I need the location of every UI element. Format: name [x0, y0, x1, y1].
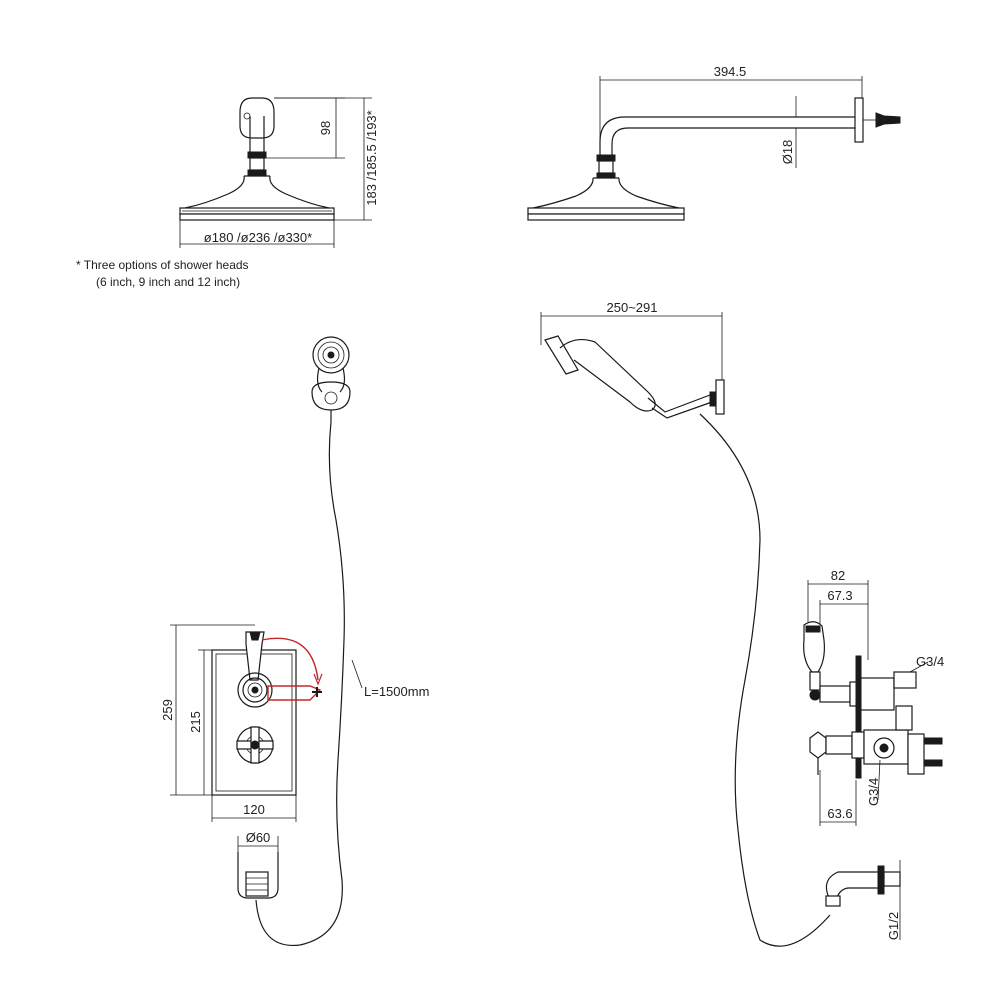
dim-arm-diameter: Ø18 — [780, 140, 795, 165]
valve-front-view: 259 215 120 — [160, 624, 323, 822]
dim-elbow-diameter: Ø60 — [246, 830, 271, 845]
dim-handset-reach: 250~291 — [607, 300, 658, 315]
dim-hose-length: L=1500mm — [364, 684, 429, 699]
dim-thread-top: G3/4 — [916, 654, 944, 669]
dim-head-total-height: 183 /185.5 /193* — [364, 110, 379, 205]
wall-elbow-side: G1/2 — [825, 860, 901, 940]
handset-side-view: 250~291 — [540, 300, 725, 419]
valve-side-view: 82 67.3 G3/4 G3/4 6 — [803, 568, 944, 826]
wall-elbow-front: Ø60 — [237, 830, 279, 899]
handset-front-view — [311, 336, 351, 422]
dim-side-depth-lower: 63.6 — [827, 806, 852, 821]
hose-right — [699, 413, 831, 947]
dim-valve-height-outer: 259 — [160, 699, 175, 721]
dim-valve-width: 120 — [243, 802, 265, 817]
dim-side-depth-total: 82 — [831, 568, 845, 583]
dim-valve-height-inner: 215 — [188, 711, 203, 733]
dim-thread-bottom: G3/4 — [866, 778, 881, 806]
dim-thread-elbow: G1/2 — [886, 912, 901, 940]
dim-side-depth-inner: 67.3 — [827, 588, 852, 603]
dim-arm-length: 394.5 — [714, 64, 747, 79]
note-line-2: (6 inch, 9 inch and 12 inch) — [96, 275, 240, 289]
hose-left: L=1500mm — [255, 421, 429, 947]
shower-head-front-view: 98 183 /185.5 /193* ø180 /ø236 /ø330* — [179, 97, 379, 248]
dim-head-height: 98 — [318, 121, 333, 135]
note-line-1: * Three options of shower heads — [76, 258, 249, 272]
shower-head-side-view: 394.5 Ø18 — [527, 64, 901, 221]
dim-head-diameters: ø180 /ø236 /ø330* — [204, 230, 312, 245]
